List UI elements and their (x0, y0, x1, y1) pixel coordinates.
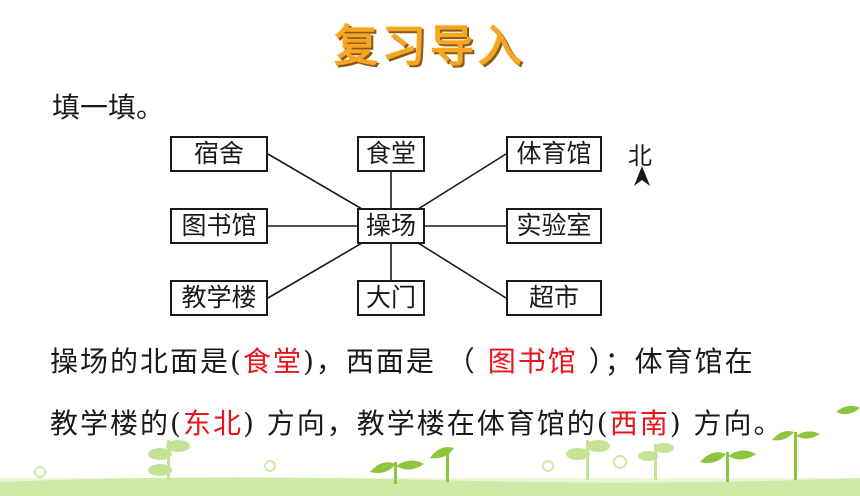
instruction-text: 填一填。 (52, 91, 165, 124)
place-box-supermarket: 超市 (506, 280, 602, 316)
sentence-1-part-1: 操场的北面是( (50, 345, 243, 378)
sentence-line-1: 操场的北面是(食堂)，西面是 （ 图书馆 ）；体育馆在 (50, 340, 755, 380)
place-box-gym: 体育馆 (506, 136, 602, 172)
sentence-1-part-2: )，西面是 （ (302, 345, 488, 378)
place-box-lab: 实验室 (506, 208, 602, 244)
place-box-playground-center: 操场 (357, 208, 425, 244)
sentence-line-2: 教学楼的(东北) 方向，教学楼在体育馆的(西南) 方向。 (50, 402, 784, 442)
answer-canteen: 食堂 (242, 345, 303, 378)
place-box-library: 图书馆 (170, 208, 268, 244)
sentence-2-part-1: 教学楼的( (50, 407, 183, 440)
place-box-gate: 大门 (357, 280, 425, 316)
page-title: 复习导入 (334, 21, 526, 72)
place-box-dormitory: 宿舍 (170, 136, 268, 172)
sentence-2-part-2: ) 方向，教学楼在体育馆的( (242, 407, 610, 440)
place-box-canteen: 食堂 (357, 136, 425, 172)
sentence-1-part-3: ）；体育馆在 (577, 345, 755, 378)
answer-library: 图书馆 (487, 345, 578, 378)
answer-northeast: 东北 (182, 407, 243, 440)
north-arrow-icon (634, 166, 650, 186)
north-label: 北 (628, 142, 652, 170)
answer-southwest: 西南 (609, 407, 670, 440)
place-box-teaching-building: 教学楼 (170, 280, 268, 316)
sentence-2-part-3: ) 方向。 (669, 407, 784, 440)
